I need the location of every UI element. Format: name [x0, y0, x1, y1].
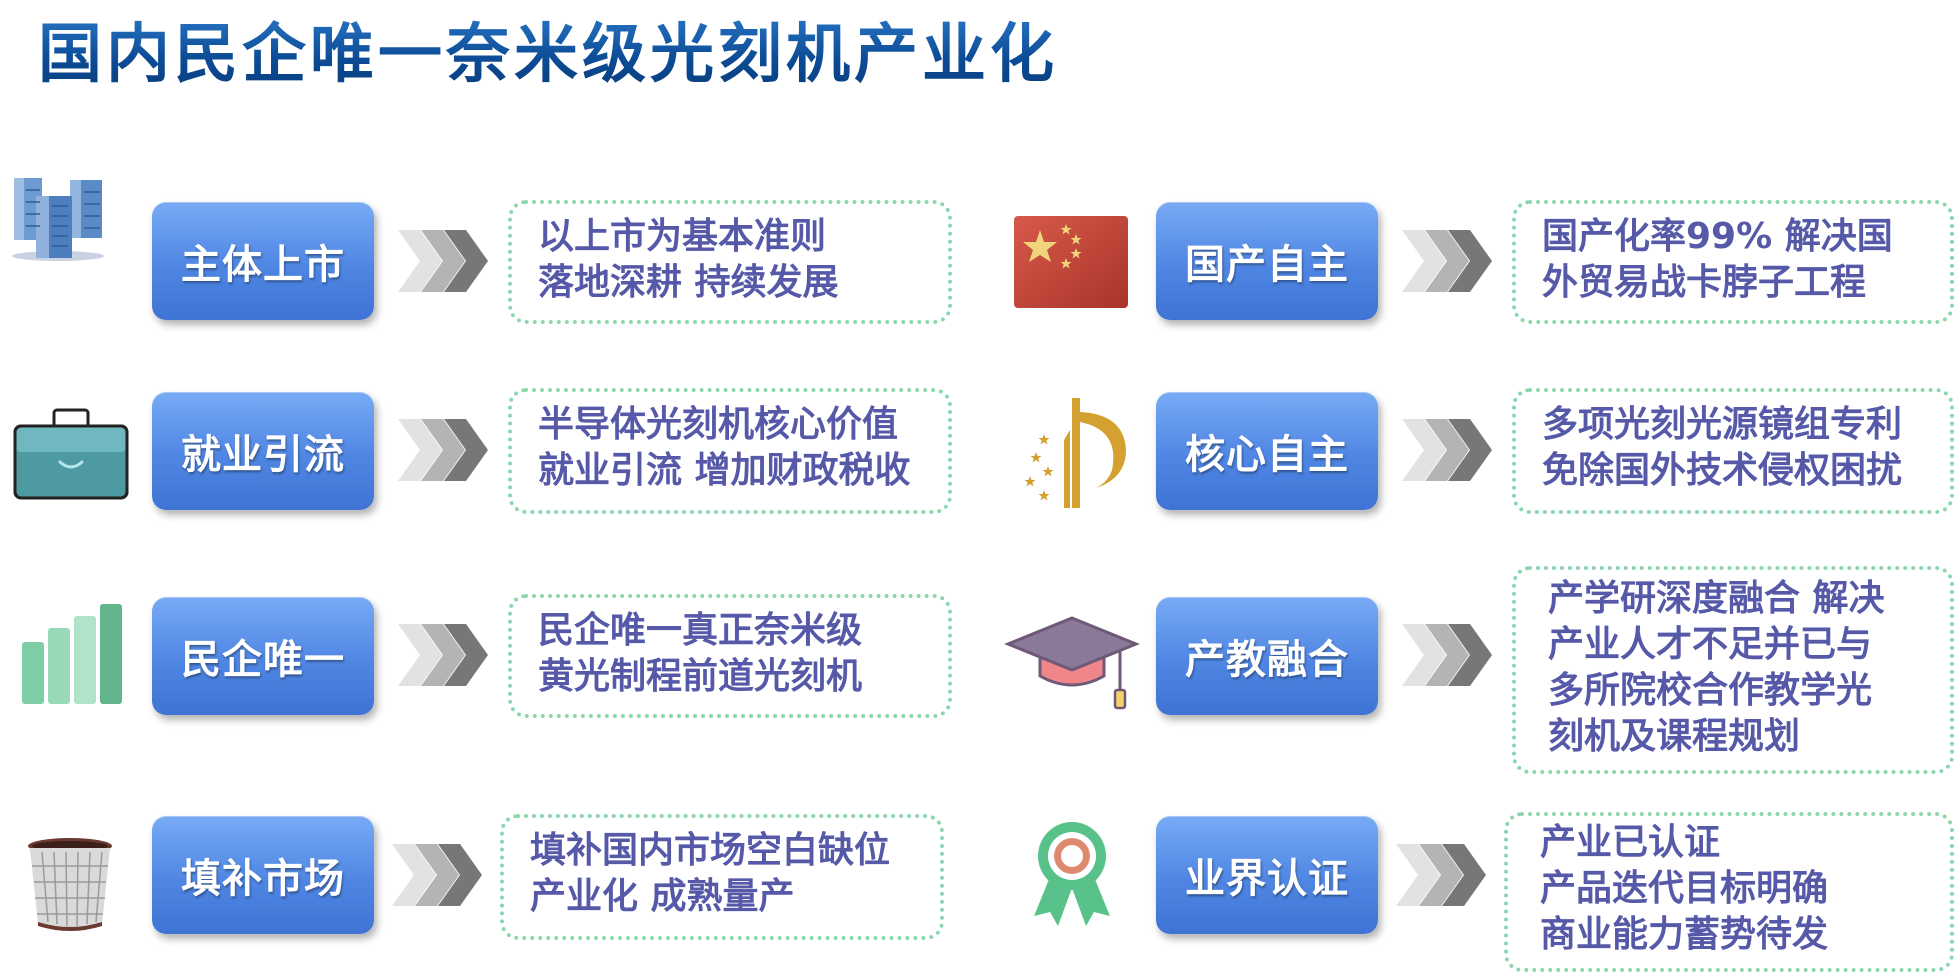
btn-industry-certification[interactable]: 业界认证 [1156, 816, 1378, 934]
briefcase-icon [12, 402, 130, 502]
btn-domestic-independence[interactable]: 国产自主 [1156, 202, 1378, 320]
info-box-main-listing: 以上市为基本准则 落地深耕 持续发展 [508, 200, 952, 324]
graduation-cap-icon [1004, 614, 1140, 714]
btn-industry-education[interactable]: 产教融合 [1156, 597, 1378, 715]
china-flag-icon [1014, 216, 1128, 308]
award-ribbon-icon [1024, 816, 1120, 928]
patent-emblem-icon [1014, 390, 1132, 512]
buildings-icon [8, 170, 108, 262]
chevron-arrows-icon [392, 844, 482, 906]
info-box-employment: 半导体光刻机核心价值 就业引流 增加财政税收 [508, 388, 952, 514]
btn-core-independence[interactable]: 核心自主 [1156, 392, 1378, 510]
page-title: 国内民企唯一奈米级光刻机产业化 [38, 10, 1058, 100]
btn-employment[interactable]: 就业引流 [152, 392, 374, 510]
info-box-industry-education: 产学研深度融合 解决 产业人才不足并已与 多所院校合作教学光 刻机及课程规划 [1512, 566, 1954, 774]
chevron-arrows-icon [398, 419, 488, 481]
info-box-fill-market: 填补国内市场空白缺位 产业化 成熟量产 [500, 814, 944, 940]
btn-private-unique[interactable]: 民企唯一 [152, 597, 374, 715]
info-box-domestic-independence: 国产化率99% 解决国 外贸易战卡脖子工程 [1512, 200, 1954, 324]
btn-fill-market[interactable]: 填补市场 [152, 816, 374, 934]
chevron-arrows-icon [1402, 419, 1492, 481]
info-box-industry-certification: 产业已认证 产品迭代目标明确 商业能力蓄势待发 [1504, 812, 1954, 972]
info-box-private-unique: 民企唯一真正奈米级 黄光制程前道光刻机 [508, 594, 952, 718]
chevron-arrows-icon [398, 624, 488, 686]
chevron-arrows-icon [1402, 230, 1492, 292]
bar-chart-icon [20, 600, 126, 706]
chevron-arrows-icon [398, 230, 488, 292]
chevron-arrows-icon [1396, 844, 1486, 906]
wastebasket-icon [24, 836, 116, 932]
btn-main-listing[interactable]: 主体上市 [152, 202, 374, 320]
chevron-arrows-icon [1402, 624, 1492, 686]
info-box-core-independence: 多项光刻光源镜组专利 免除国外技术侵权困扰 [1512, 388, 1954, 514]
